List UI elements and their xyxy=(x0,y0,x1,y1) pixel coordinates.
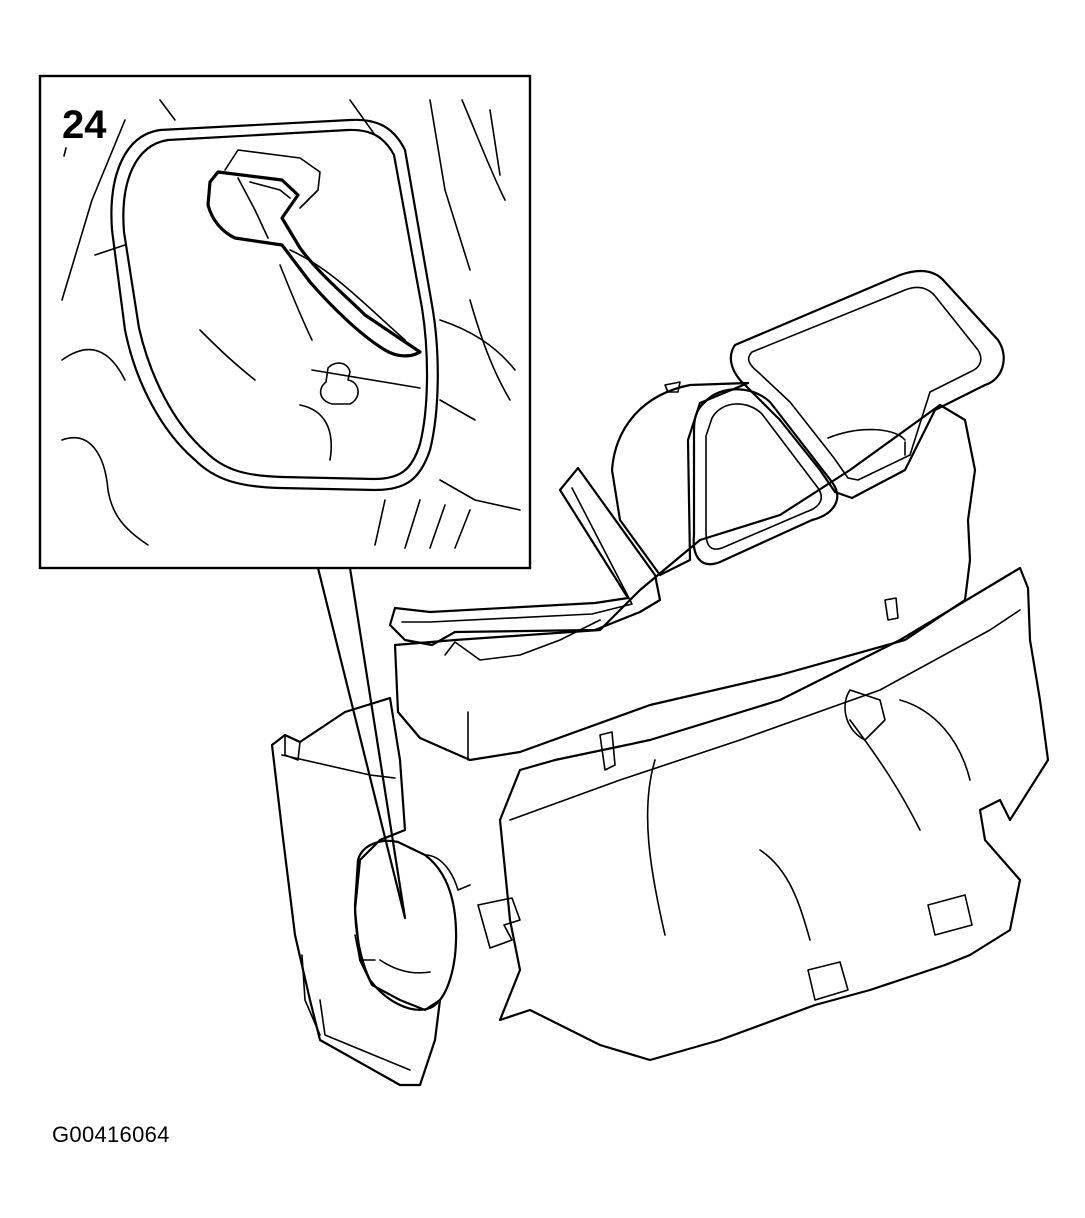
heater-housing-assembly xyxy=(270,269,1050,1087)
detail-inset: 24 xyxy=(38,74,532,570)
inset-background-lines xyxy=(61,99,521,549)
motor-dome xyxy=(610,381,750,577)
leader-line xyxy=(316,566,407,920)
callout-number: 24 xyxy=(62,103,107,147)
inset-frame xyxy=(38,74,532,570)
rear-outlet-vent xyxy=(729,269,1005,500)
inset-highlighted-part xyxy=(206,170,422,358)
figure-id-label: G00416064 xyxy=(52,1122,170,1147)
side-duct xyxy=(498,566,1050,1062)
inset-mounting-hole xyxy=(319,362,359,405)
front-outlet-vent xyxy=(692,388,839,566)
inset-gasket-inner xyxy=(122,128,429,481)
inset-gasket-outer xyxy=(110,118,439,492)
actuator-part xyxy=(353,839,458,1011)
